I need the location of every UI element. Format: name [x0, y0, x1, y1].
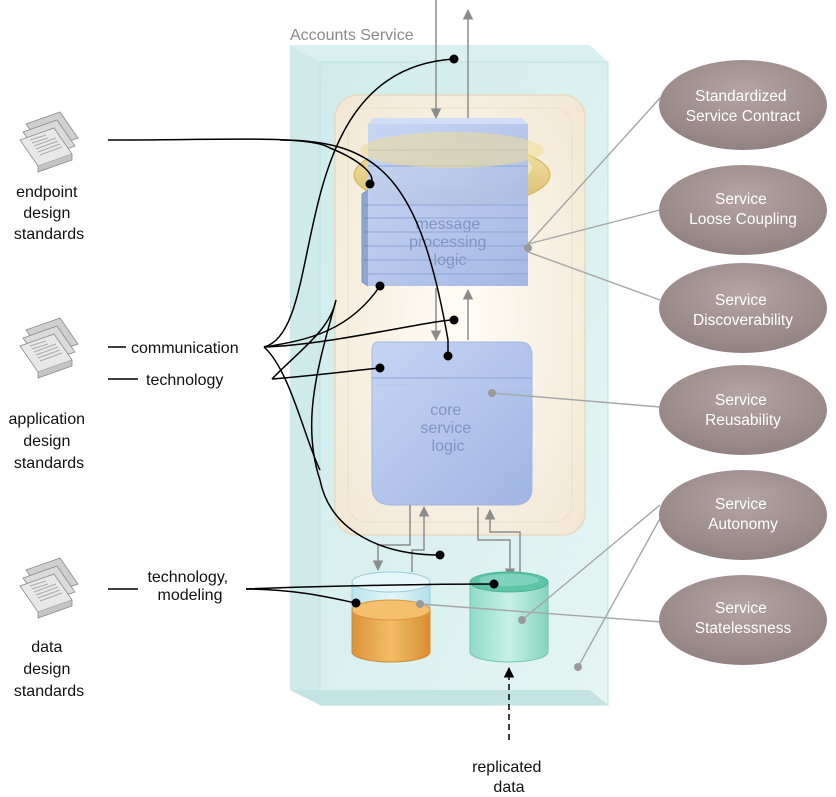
svg-text:Service Discoverability: Service Discoverability [693, 292, 793, 329]
principle-connectors [419, 97, 663, 668]
principle-connector-dots [416, 244, 582, 671]
svg-text:endpoint design st: endpoint design standards [14, 184, 84, 243]
message-logic-label: message processing logic [409, 216, 491, 269]
standards-connector-dots [351, 54, 499, 608]
core-service-logic: core service logic [371, 341, 533, 506]
service-title: Accounts Service [290, 27, 414, 44]
principle-service-statelessness: Service Statelessness [659, 575, 827, 665]
document-stack-icon [19, 111, 79, 173]
principle-service-discoverability: Service Discoverability [659, 263, 827, 353]
data-standards: data design standards [14, 557, 84, 700]
message-processing-logic: message processing logic [353, 118, 551, 287]
application-standards: application design standards [9, 317, 90, 472]
database-icon [469, 571, 549, 663]
svg-text:data design standa: data design standards [14, 639, 84, 700]
flow-arrows [372, 0, 521, 580]
svg-text:Service Reusability: Service Reusability [705, 392, 781, 429]
technology-label: technology [146, 372, 223, 389]
document-stack-icon [19, 557, 79, 619]
label-leader-lines [108, 346, 138, 590]
database-icon [351, 571, 431, 663]
replicated-data-label: replicated data [472, 759, 546, 796]
core-logic-label: core service logic [420, 402, 475, 455]
svg-text:Service Autonomy: Service Autonomy [708, 496, 778, 533]
svg-text:Service Statelessness: Service Statelessness [695, 600, 792, 637]
svg-text:application design: application design standards [9, 411, 90, 472]
principle-service-loose-coupling: Service Loose Coupling [659, 165, 827, 255]
document-stack-icon [19, 317, 79, 379]
principle-service-autonomy: Service Autonomy [659, 470, 827, 560]
technology-modeling-label: technology, modeling [147, 569, 232, 604]
principle-standardized-service-contract: Standardized Service Contract [659, 60, 827, 150]
svg-text:Standardized Service Con: Standardized Service Contract [686, 88, 801, 125]
communication-label: communication [131, 340, 239, 357]
principle-service-reusability: Service Reusability [659, 365, 827, 455]
endpoint-standards: endpoint design standards [14, 111, 84, 243]
svg-text:Service Loose Coupling: Service Loose Coupling [689, 191, 797, 228]
standards-connectors [107, 58, 495, 604]
